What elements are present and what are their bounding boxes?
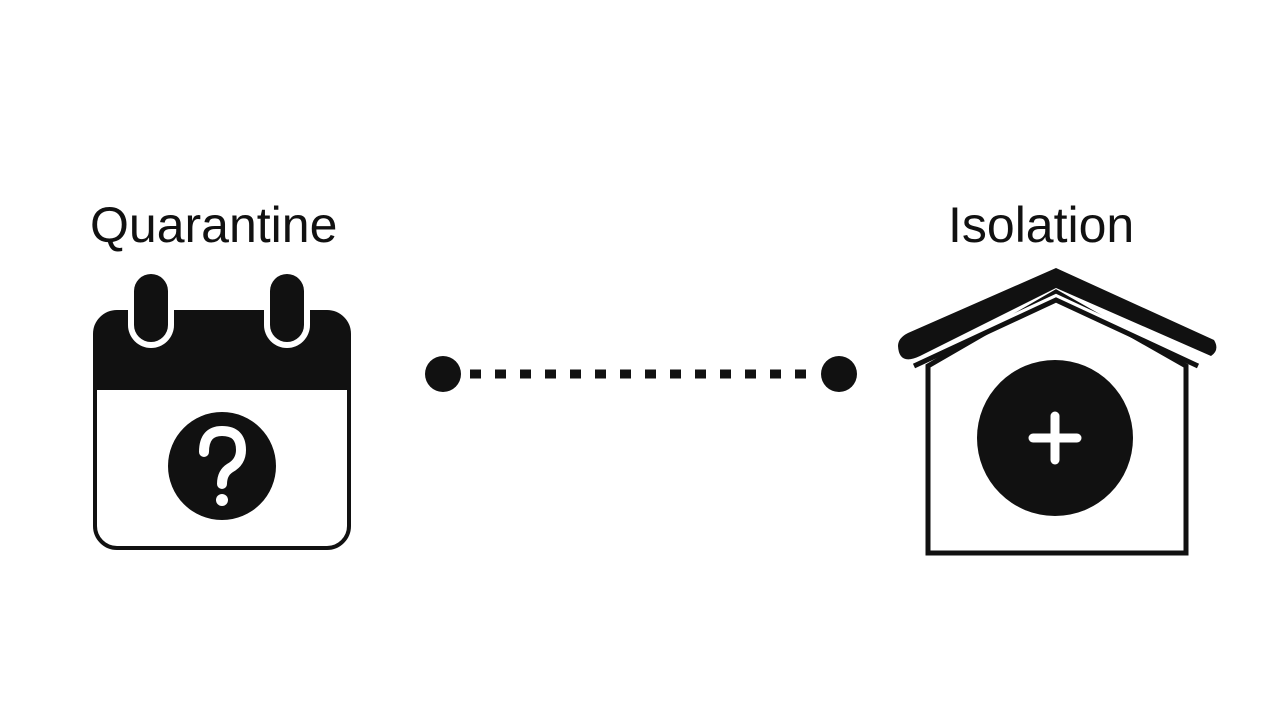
quarantine-label: Quarantine <box>90 197 338 253</box>
house-medical-plus-icon <box>898 268 1217 556</box>
dotted-connector <box>425 356 857 392</box>
connector-end-dot <box>821 356 857 392</box>
isolation-label: Isolation <box>948 197 1135 253</box>
calendar-question-icon <box>93 268 351 550</box>
connector-start-dot <box>425 356 461 392</box>
